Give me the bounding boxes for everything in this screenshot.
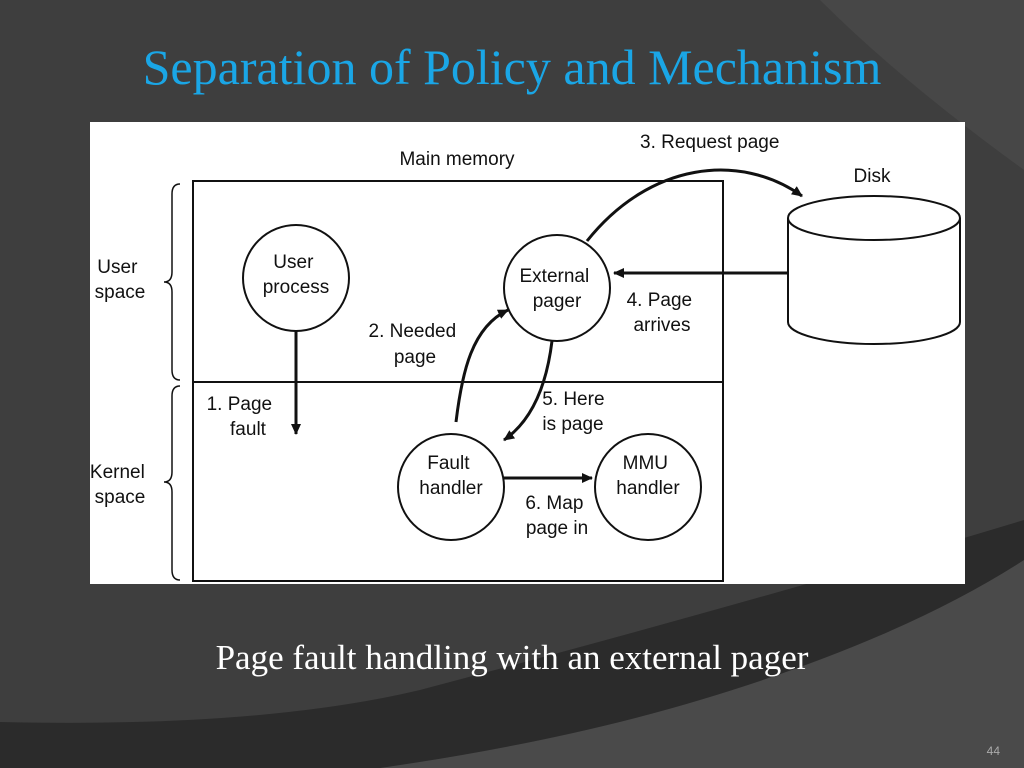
figure-caption: Page fault handling with an external pag…: [215, 638, 809, 677]
user-space-label: User space: [95, 257, 146, 303]
step-6-label: 6. Map page in: [525, 493, 588, 539]
step-4-label: 4. Page arrives: [627, 290, 698, 336]
step-3-label: 3. Request page: [640, 132, 779, 153]
main-memory-label: Main memory: [399, 149, 515, 170]
svg-text:External pager: External pager: [520, 266, 595, 312]
mmu-handler-node: MMU handler: [594, 433, 702, 541]
diagram-panel: Main memory User space Kernel space User…: [90, 122, 965, 584]
svg-text:User process: User process: [263, 252, 330, 298]
svg-text:MMU handler: MMU handler: [616, 453, 680, 499]
kernel-space-brace: [163, 385, 181, 581]
slide-title: Separation of Policy and Mechanism: [142, 39, 882, 95]
step-2-label: 2. Needed page: [369, 321, 462, 368]
user-process-node: User process: [242, 224, 350, 332]
background-swoosh-highlight: [380, 560, 1024, 768]
step-1-label: 1. Page fault: [207, 394, 278, 440]
disk-node: [787, 195, 961, 345]
page-fault-diagram: Main memory User space Kernel space User…: [90, 132, 961, 582]
user-space-brace: [163, 183, 181, 381]
slide-number: 44: [986, 744, 1000, 758]
kernel-space-label: Kernel space: [90, 462, 150, 508]
background-corner-shape: [820, 0, 1024, 170]
disk-label: Disk: [854, 166, 891, 187]
external-pager-node: External pager: [503, 234, 611, 342]
arrow-here-is-page: [503, 340, 554, 442]
arrow-request-page: [585, 168, 803, 242]
step-5-label: 5. Here is page: [542, 389, 610, 435]
arrow-needed-page: [454, 308, 509, 423]
fault-handler-node: Fault handler: [397, 433, 505, 541]
svg-text:Fault handler: Fault handler: [419, 453, 483, 499]
